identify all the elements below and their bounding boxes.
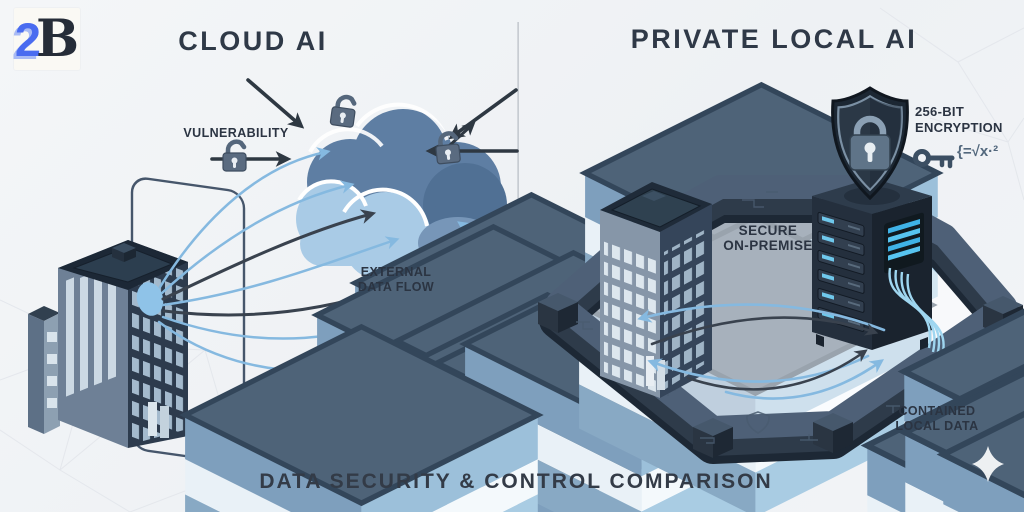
external-data-flow-label: EXTERNAL DATA FLOW xyxy=(357,265,435,294)
vulnerability-label: VULNERABILITY xyxy=(183,126,289,140)
left-panel-title: CLOUD AI xyxy=(178,26,328,56)
server-cables xyxy=(888,267,945,361)
building-icon-right xyxy=(600,182,712,398)
right-panel-title: PRIVATE LOCAL AI xyxy=(630,24,918,54)
footer-caption: DATA SECURITY & CONTROL COMPARISON xyxy=(259,470,773,493)
secure-on-premise-label: SECURE ON-PREMISE xyxy=(723,223,813,253)
logo-b: B xyxy=(36,8,80,69)
key-icon xyxy=(913,149,955,169)
encryption-label: 256-BIT ENCRYPTION xyxy=(915,104,1003,135)
shield-lock-icon xyxy=(831,86,909,200)
sparkle-icon xyxy=(972,446,1004,482)
server-rack-icon xyxy=(812,178,945,361)
secondary-building-icon xyxy=(28,306,60,434)
wall-corner-posts xyxy=(538,293,1023,458)
data-origin-point xyxy=(136,282,164,316)
padlock-open-icon xyxy=(330,95,357,127)
logo-2: 2 xyxy=(14,12,42,66)
building-icon-left xyxy=(58,240,188,448)
padlock-open-icon xyxy=(223,142,246,171)
cycle-arrows xyxy=(637,303,886,400)
contained-local-data-label: CONTAINED LOCAL DATA xyxy=(895,404,979,433)
formula-icon: {=√x·² xyxy=(957,143,999,160)
